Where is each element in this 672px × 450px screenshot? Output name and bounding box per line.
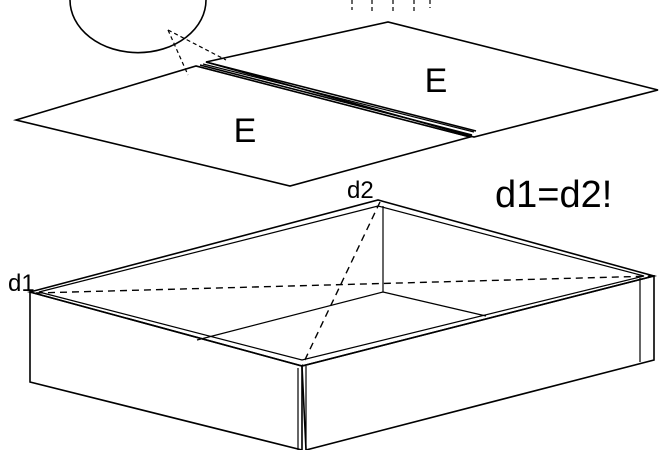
magnifier-ray-left — [167, 29, 189, 76]
lid-seam — [195, 61, 477, 138]
diagonal-d2 — [301, 201, 381, 367]
tray-box — [26, 199, 658, 450]
top-detail-marks — [351, 0, 431, 12]
diagonal-d1 — [35, 275, 655, 294]
corner-d2-label: d2 — [347, 177, 374, 204]
panel-left-label: E — [234, 112, 257, 150]
magnifier-circle — [69, 0, 207, 54]
equation-label: d1=d2! — [495, 174, 612, 216]
corner-d1-label: d1 — [8, 270, 35, 297]
panel-right-label: E — [425, 62, 448, 100]
magnifier-ray-right — [167, 29, 227, 61]
